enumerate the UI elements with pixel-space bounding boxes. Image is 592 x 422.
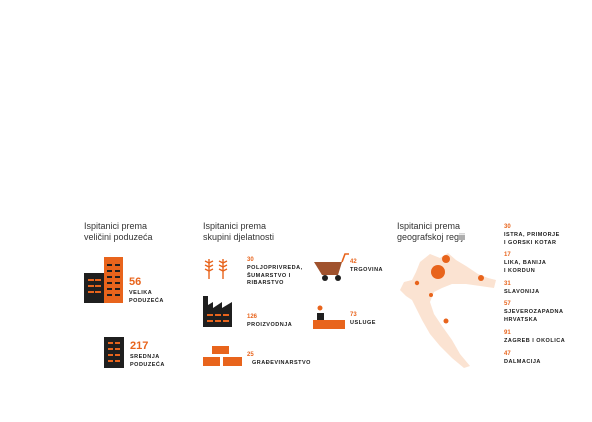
construction-count: 25: [247, 352, 254, 358]
region-zagreb-line1: ZAGREB I OKOLICA: [504, 338, 566, 344]
large-label-line1: VELIKA: [129, 290, 153, 296]
region-slavonia-line1: SLAVONIJA: [504, 289, 540, 295]
services-label: USLUGE: [350, 320, 376, 328]
medium-building-icon: [104, 337, 124, 368]
factory-icon: [203, 296, 232, 327]
region-slavonia-label: SLAVONIJA: [504, 289, 540, 297]
region-dalmatia-label: DALMACIJA: [504, 359, 541, 367]
slavonia-marker: [478, 275, 484, 281]
large-building-icon: [84, 257, 124, 303]
region-istria-label: ISTRA, PRIMORJE I GORSKI KOTAR: [504, 232, 560, 247]
services-count: 73: [350, 312, 357, 318]
region-northwest-line2: HRVATSKA: [504, 316, 538, 323]
region-dalmatia-line1: DALMACIJA: [504, 359, 541, 365]
agriculture-label-line3: RIBARSTVO: [247, 280, 284, 286]
region-lika-line1: LIKA, BANIJA: [504, 260, 547, 266]
agriculture-label: POLJOPRIVREDA, ŠUMARSTVO I RIBARSTVO: [247, 265, 303, 288]
manufacturing-count: 126: [247, 314, 258, 320]
manufacturing-label: PROIZVODNJA: [247, 322, 292, 330]
region-lika-count: 17: [504, 252, 511, 258]
trade-label-line1: TRGOVINA: [350, 267, 384, 273]
region-dalmatia-count: 47: [504, 351, 511, 357]
agriculture-label-line2: ŠUMARSTVO I: [247, 272, 291, 279]
large-label-line2: PODUZEĆA: [129, 297, 164, 304]
medium-companies-count: 217: [130, 340, 149, 352]
medium-companies-label: SREDNJA PODUZEĆA: [130, 354, 165, 369]
construction-label: GRAĐEVINARSTVO: [252, 360, 311, 368]
region-section-title: Ispitanici prema geografskoj regiji: [397, 221, 465, 243]
size-title-line1: Ispitanici prema: [84, 221, 148, 231]
istria-marker: [414, 280, 420, 286]
medium-label-line2: PODUZEĆA: [130, 361, 165, 368]
region-slavonia-count: 31: [504, 281, 511, 287]
large-companies-count: 56: [129, 276, 142, 288]
manufacturing-label-line1: PROIZVODNJA: [247, 322, 293, 328]
zagreb-marker: [431, 265, 445, 279]
region-lika-line2: I KORDUN: [504, 267, 536, 274]
construction-label-line1: GRAĐEVINARSTVO: [252, 360, 311, 366]
large-companies-label: VELIKA PODUZEĆA: [129, 290, 164, 305]
region-title-line1: Ispitanici prema: [397, 221, 461, 231]
region-northwest-count: 57: [504, 301, 511, 307]
trade-label: TRGOVINA: [350, 267, 383, 275]
wheat-icon: [203, 258, 231, 280]
bricks-icon: [203, 346, 243, 367]
sector-title-line1: Ispitanici prema: [203, 221, 267, 231]
size-section-title: Ispitanici prema veličini poduzeća: [84, 221, 153, 243]
region-northwest-line1: SJEVEROZAPADNA: [504, 309, 564, 315]
sector-section-title: Ispitanici prema skupini djelatnosti: [203, 221, 274, 243]
northwest-marker: [442, 255, 450, 263]
wheelbarrow-icon: [312, 253, 350, 283]
services-label-line1: USLUGE: [350, 320, 376, 326]
region-lika-label: LIKA, BANIJA I KORDUN: [504, 260, 546, 275]
dalmatia-marker: [443, 318, 449, 324]
region-zagreb-count: 91: [504, 330, 511, 336]
croatia-map-shape: [400, 253, 496, 368]
service-desk-icon: [313, 305, 345, 329]
agriculture-count: 30: [247, 257, 254, 263]
medium-label-line1: SREDNJA: [130, 354, 160, 360]
region-istria-count: 30: [504, 224, 511, 230]
region-zagreb-label: ZAGREB I OKOLICA: [504, 338, 565, 346]
region-istria-line1: ISTRA, PRIMORJE: [504, 232, 560, 238]
trade-count: 42: [350, 259, 357, 265]
region-istria-line2: I GORSKI KOTAR: [504, 239, 557, 246]
size-title-line2: veličini poduzeća: [84, 232, 153, 242]
region-northwest-label: SJEVEROZAPADNA HRVATSKA: [504, 309, 563, 324]
region-title-line2: geografskoj regiji: [397, 232, 466, 242]
agriculture-label-line1: POLJOPRIVREDA,: [247, 265, 303, 271]
sector-title-line2: skupini djelatnosti: [203, 232, 275, 242]
croatia-map: [396, 250, 500, 372]
lika-marker: [429, 293, 433, 297]
